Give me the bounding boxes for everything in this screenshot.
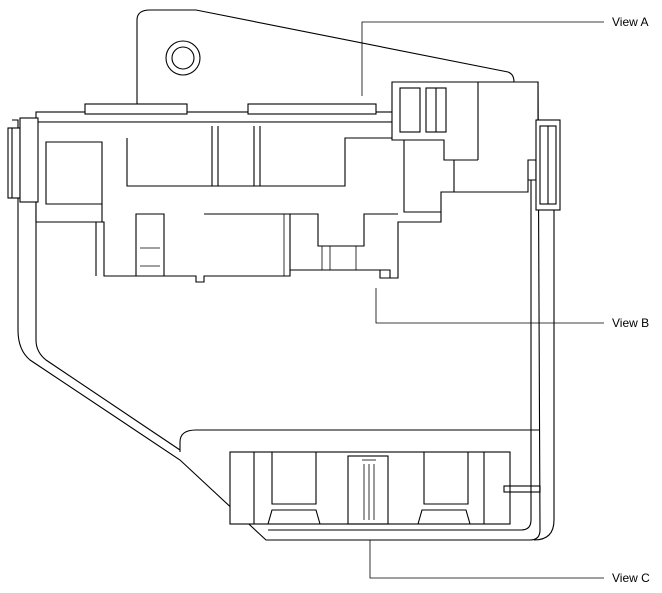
view-a-label: View A bbox=[612, 15, 648, 29]
right-clip bbox=[535, 119, 561, 211]
callout-leader-b bbox=[375, 288, 604, 324]
bottom-connector bbox=[179, 429, 541, 525]
callout-leader-c bbox=[369, 540, 604, 579]
callout-leader-a bbox=[361, 21, 604, 96]
housing-outline bbox=[12, 9, 555, 541]
left-clip bbox=[7, 117, 39, 203]
mounting-hole bbox=[165, 40, 201, 76]
view-c-label: View C bbox=[612, 571, 650, 585]
view-b-label: View B bbox=[612, 316, 649, 330]
